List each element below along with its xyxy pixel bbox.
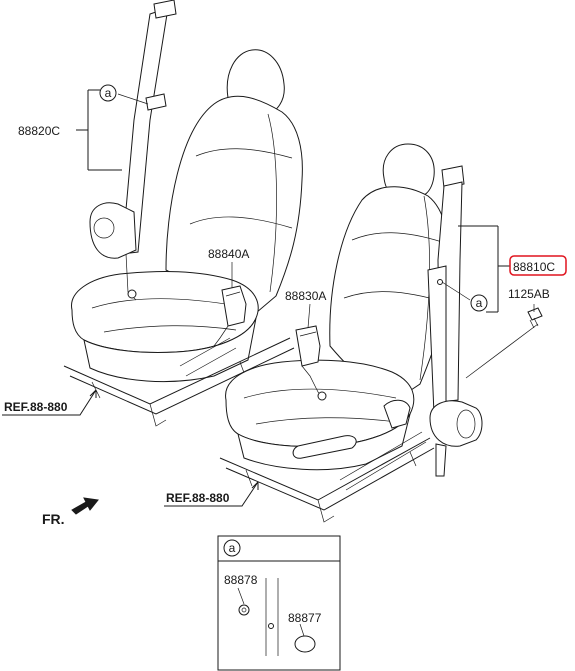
leader-lines [76,89,535,329]
svg-text:REF.88-880: REF.88-880 [4,400,68,414]
bolt-1125ab [465,307,543,379]
label-88840a: 88840A [208,247,249,261]
left-seat [63,0,303,427]
label-88810c: 88810C [513,260,555,274]
svg-text:a: a [476,296,483,310]
ref-right: REF.88-880 [164,481,259,507]
label-88820c: 88820C [18,124,60,138]
right-seat [219,143,543,523]
label-88878: 88878 [224,573,258,587]
callout-a-right: a [470,294,488,312]
highlight-88810c [509,255,567,276]
front-indicator: FR. [42,497,99,527]
svg-text:FR.: FR. [42,511,65,527]
callout-a-left: a [99,84,117,102]
ref-left: REF.88-880 [2,389,97,416]
arrow-icon [71,497,99,515]
svg-text:REF.88-880: REF.88-880 [166,491,230,505]
label-88830a: 88830A [285,289,326,303]
label-1125ab: 1125AB [508,287,550,301]
svg-text:a: a [105,86,112,100]
label-88877: 88877 [288,611,322,625]
detail-box: a 88878 88877 [217,535,341,671]
svg-text:a: a [229,541,236,555]
